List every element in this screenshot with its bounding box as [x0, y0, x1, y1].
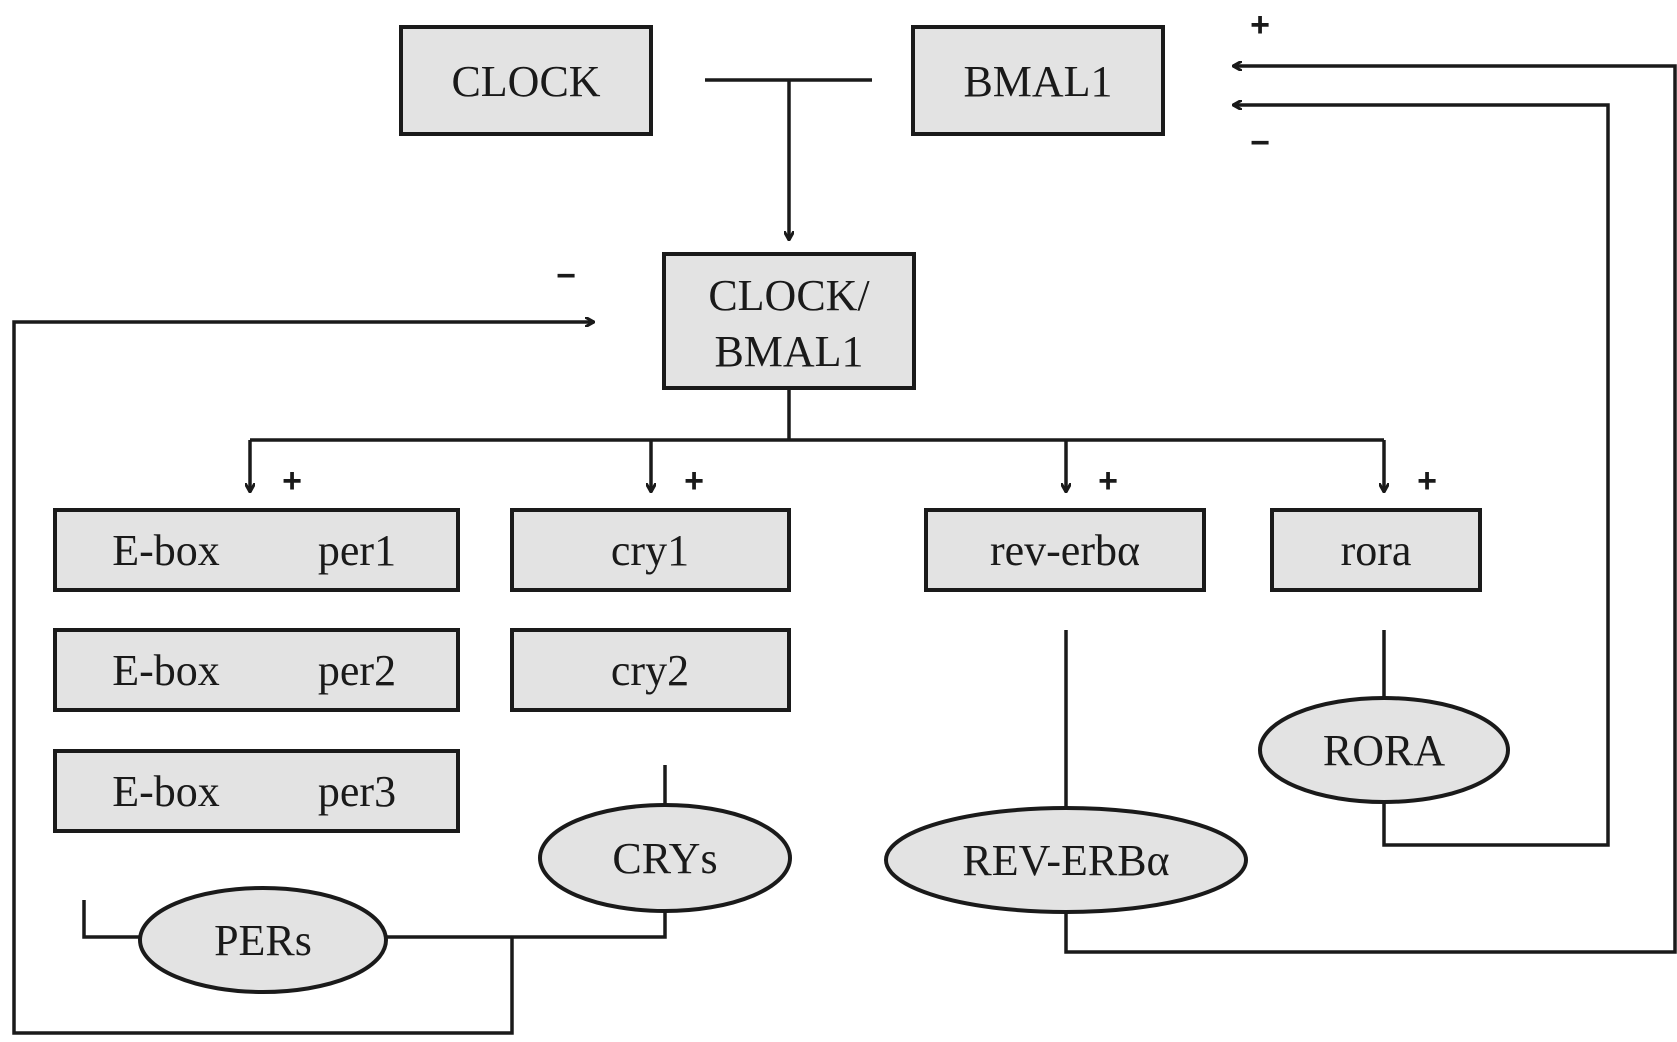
- rora-bmal1-plus-sign: +: [1250, 6, 1270, 44]
- reverb-bmal1-minus-sign: −: [1250, 124, 1270, 162]
- reverb-feedback: [1064, 66, 1677, 954]
- reverb-plus-sign: +: [1098, 462, 1118, 500]
- complex-label-line1: CLOCK/: [708, 271, 870, 320]
- complex-output-bus: [250, 390, 1384, 442]
- ebox1-label: E-box: [112, 526, 220, 575]
- ebox2-label: E-box: [112, 646, 220, 695]
- pers-crys-feedback: [12, 322, 594, 1035]
- ebox-per2-node: E-box per2: [53, 628, 460, 712]
- rev-erb-gene-label: rev-erbα: [990, 526, 1140, 575]
- rev-erb-protein-label: REV-ERBα: [962, 836, 1169, 885]
- ebox-per3-node: E-box per3: [53, 749, 460, 833]
- rev-erb-protein-node: REV-ERBα: [884, 806, 1248, 914]
- complex-label-line2: BMAL1: [714, 327, 863, 376]
- rora-feedback: [1233, 105, 1610, 847]
- rora-protein-node: RORA: [1258, 696, 1510, 804]
- per1-label: per1: [318, 526, 396, 575]
- per3-label: per3: [318, 767, 396, 816]
- cry1-node: cry1: [510, 508, 791, 592]
- bmal1-node: BMAL1: [911, 25, 1165, 136]
- clock-bmal1-complex-node: CLOCK/ BMAL1: [662, 252, 916, 390]
- crys-protein-node: CRYs: [538, 803, 792, 913]
- cry1-label: cry1: [611, 526, 689, 575]
- pers-label: PERs: [214, 916, 312, 965]
- ebox-per1-node: E-box per1: [53, 508, 460, 592]
- crys-label: CRYs: [612, 834, 717, 883]
- bmal1-label: BMAL1: [963, 57, 1112, 106]
- per2-label: per2: [318, 646, 396, 695]
- pers-protein-node: PERs: [138, 886, 388, 994]
- per-plus-sign: +: [282, 462, 302, 500]
- clock-node: CLOCK: [399, 25, 653, 136]
- rora-protein-label: RORA: [1323, 726, 1445, 775]
- cry-plus-sign: +: [684, 462, 704, 500]
- pers-crys-link: [82, 900, 667, 939]
- ebox3-label: E-box: [112, 767, 220, 816]
- rora-plus-sign: +: [1417, 462, 1437, 500]
- rev-erb-gene-node: rev-erbα: [924, 508, 1206, 592]
- cry2-label: cry2: [611, 646, 689, 695]
- rora-gene-label: rora: [1341, 526, 1412, 575]
- cry2-node: cry2: [510, 628, 791, 712]
- feedback-minus-sign: −: [556, 257, 576, 295]
- rora-gene-node: rora: [1270, 508, 1482, 592]
- clock-label: CLOCK: [451, 57, 600, 106]
